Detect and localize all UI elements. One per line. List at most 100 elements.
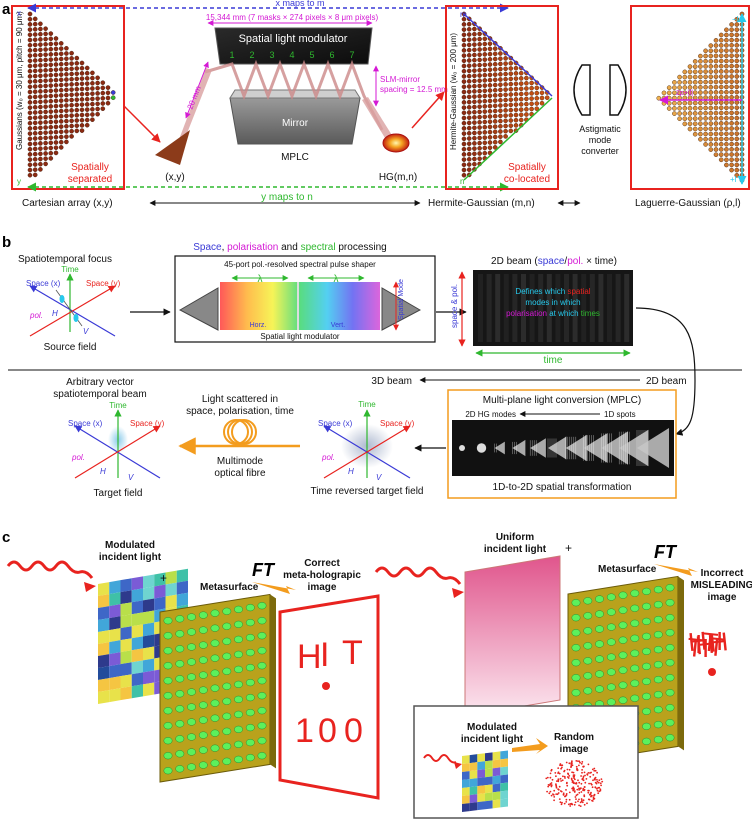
nanopillar — [653, 675, 663, 684]
grid-cell — [165, 582, 177, 597]
h-label-tg: H — [100, 467, 106, 476]
bead — [466, 79, 472, 84]
bead — [90, 112, 95, 117]
inset-box — [413, 705, 639, 819]
random-dot — [582, 787, 585, 790]
bead — [692, 111, 698, 116]
beam2d-texture — [478, 274, 630, 342]
random-dot — [575, 798, 577, 800]
bead — [482, 67, 488, 73]
bead — [682, 85, 688, 90]
bead — [84, 76, 90, 81]
nanopillar — [606, 638, 616, 646]
bead — [69, 92, 74, 98]
bead — [708, 53, 714, 59]
bead — [43, 161, 48, 167]
arb-line2: spatiotemporal beam — [53, 389, 146, 400]
random-2: image — [560, 744, 589, 755]
bead — [79, 71, 85, 76]
random-dot — [572, 774, 575, 776]
bead — [74, 113, 80, 118]
astig-line2: mode — [589, 135, 612, 145]
bead — [734, 32, 740, 38]
mask-number: 6 — [329, 50, 334, 60]
grid-cell — [462, 803, 470, 812]
bead — [43, 68, 48, 73]
bead — [58, 119, 64, 124]
nanopillar — [234, 680, 243, 689]
slm-label-b: Spatial light modulator — [260, 332, 339, 341]
bead — [487, 124, 493, 130]
nanopillar — [234, 635, 243, 644]
bead — [105, 95, 111, 101]
bead — [53, 41, 59, 47]
bead — [69, 87, 74, 92]
bead — [90, 70, 95, 76]
bead — [687, 74, 693, 80]
bead — [734, 95, 740, 100]
random-dot — [579, 805, 582, 807]
st-focus-label: Spatiotemporal focus — [18, 254, 112, 265]
bead — [27, 32, 33, 38]
bead — [513, 117, 519, 123]
bead — [466, 37, 472, 43]
bead — [703, 74, 708, 80]
mplc-step — [529, 438, 546, 458]
time-label-src: Time — [61, 265, 79, 274]
bead — [38, 156, 43, 162]
misleading-letter: I — [695, 629, 702, 659]
bead — [461, 94, 467, 100]
bead — [27, 74, 33, 79]
bead — [58, 124, 64, 129]
space-x-label-tg: Space (x) — [68, 419, 103, 428]
bead — [687, 79, 693, 85]
bead — [38, 135, 43, 141]
grid-cell — [462, 779, 470, 788]
processing-heading: Space, polarisation and spectral process… — [193, 242, 386, 253]
bead — [724, 110, 729, 116]
bead — [682, 111, 688, 116]
bead — [48, 135, 54, 140]
bead — [79, 107, 85, 113]
bead — [74, 66, 80, 71]
plus-left: + — [160, 571, 167, 585]
bead — [482, 135, 488, 140]
bead — [734, 162, 740, 168]
bead — [472, 120, 477, 125]
bead — [734, 121, 740, 126]
beam2d-image — [473, 270, 633, 346]
bead — [734, 110, 740, 116]
bead — [472, 125, 477, 131]
bead — [492, 108, 498, 114]
bead — [64, 124, 69, 129]
bead — [79, 86, 85, 92]
bead — [32, 167, 38, 172]
nanopillar — [606, 623, 616, 631]
bead — [461, 16, 467, 22]
random-dot — [549, 772, 552, 775]
bead — [27, 16, 33, 22]
grid-cell — [500, 750, 508, 760]
bead — [482, 130, 488, 135]
bead — [466, 68, 472, 74]
bead — [472, 135, 477, 141]
bead — [32, 105, 38, 110]
bead — [703, 53, 708, 59]
nanopillar — [642, 602, 651, 611]
nanopillar — [234, 740, 243, 749]
bead — [503, 76, 508, 82]
meta-edge — [270, 594, 276, 769]
bead — [729, 105, 734, 110]
bead — [58, 98, 64, 103]
bead — [472, 99, 477, 105]
bead — [487, 109, 493, 114]
bead — [69, 50, 74, 56]
bead — [64, 87, 69, 93]
grid-cell — [109, 652, 121, 667]
bead — [43, 47, 48, 52]
space-x-label-src: Space (x) — [26, 279, 61, 288]
nanopillar — [618, 651, 628, 659]
random-dot — [589, 775, 592, 778]
nanopillar — [222, 652, 232, 660]
